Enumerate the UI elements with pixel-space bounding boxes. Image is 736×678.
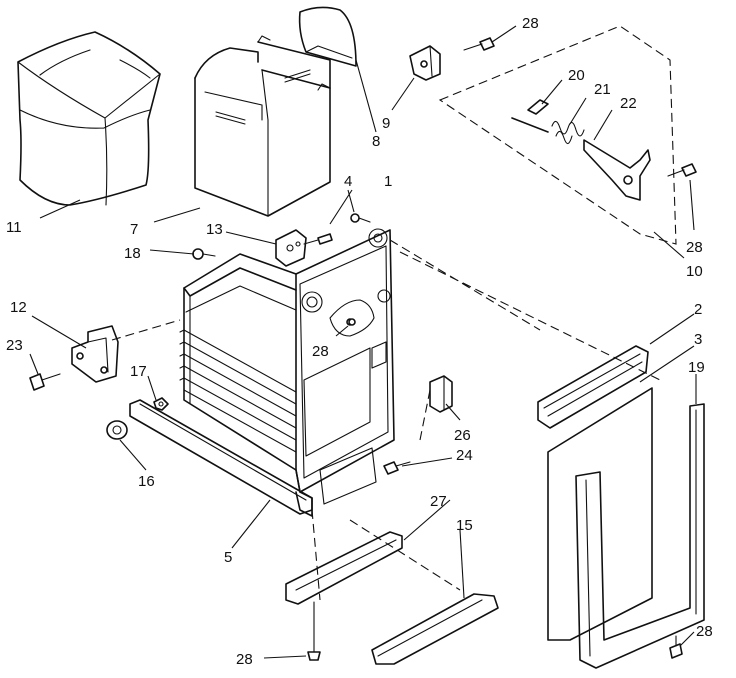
callout-23: 23 xyxy=(6,337,23,354)
part-27-bracket xyxy=(285,531,403,605)
part-11-bag xyxy=(17,31,161,206)
part-18-screw xyxy=(192,248,216,260)
part-28-screw-bottom-left xyxy=(307,601,321,661)
callout-2: 2 xyxy=(694,301,702,318)
part-28-screw-bottom-right xyxy=(669,635,683,659)
callout-12: 12 xyxy=(10,299,27,316)
callout-15: 15 xyxy=(456,517,473,534)
part-22-arm xyxy=(583,139,651,201)
part-24-screw xyxy=(383,461,411,475)
callout-1: 1 xyxy=(384,173,392,190)
part-1-screw xyxy=(350,213,371,223)
callout-24: 24 xyxy=(456,447,473,464)
callout-11: 11 xyxy=(6,219,22,236)
leader-lines xyxy=(29,25,697,659)
callout-10: 10 xyxy=(686,263,703,280)
callout-labels: 11 7 13 18 4 1 12 23 17 16 5 28 26 24 27… xyxy=(6,15,713,668)
callout-7: 7 xyxy=(130,221,138,238)
part-8-panel xyxy=(298,6,357,67)
part-28-screw-center xyxy=(348,318,356,326)
callout-18: 18 xyxy=(124,245,141,262)
part-7-liner xyxy=(194,35,331,217)
callout-3: 3 xyxy=(694,331,702,348)
part-4-screw xyxy=(303,233,333,245)
part-28-screw-top xyxy=(463,37,495,51)
part-13-bracket xyxy=(275,229,307,267)
callout-26: 26 xyxy=(454,427,471,444)
callout-17: 17 xyxy=(130,363,147,380)
callout-28-bottom-left: 28 xyxy=(236,651,253,668)
dashed-outlines xyxy=(111,25,677,601)
part-20-rod xyxy=(511,99,549,133)
part-26-switch xyxy=(429,375,453,413)
callout-16: 16 xyxy=(138,473,155,490)
part-23-screw xyxy=(29,373,61,391)
callout-28-center: 28 xyxy=(312,343,329,360)
main-cabinet xyxy=(179,228,395,517)
callout-9: 9 xyxy=(382,115,390,132)
callout-20: 20 xyxy=(568,67,585,84)
part-9-top-bracket xyxy=(409,45,441,81)
part-28-screw-right xyxy=(667,163,697,177)
part-5-rail xyxy=(129,399,313,515)
callout-19: 19 xyxy=(688,359,705,376)
callout-4: 4 xyxy=(344,173,352,190)
callout-28-bottom-right: 28 xyxy=(696,623,713,640)
callout-21: 21 xyxy=(594,81,611,98)
callout-5: 5 xyxy=(224,549,232,566)
part-16-roller xyxy=(106,420,128,440)
part-2-handle xyxy=(537,345,649,429)
callout-28-top: 28 xyxy=(522,15,539,32)
part-12-hinge xyxy=(71,325,119,383)
part-17-nut xyxy=(153,397,169,411)
callout-22: 22 xyxy=(620,95,637,112)
callout-28-right: 28 xyxy=(686,239,703,256)
part-19-trim xyxy=(575,403,705,669)
part-3-door-panel xyxy=(547,387,653,641)
callout-8: 8 xyxy=(372,133,380,150)
part-21-spring xyxy=(551,120,585,145)
part-15-drawer-front xyxy=(371,593,499,665)
callout-13: 13 xyxy=(206,221,223,238)
callout-27: 27 xyxy=(430,493,447,510)
